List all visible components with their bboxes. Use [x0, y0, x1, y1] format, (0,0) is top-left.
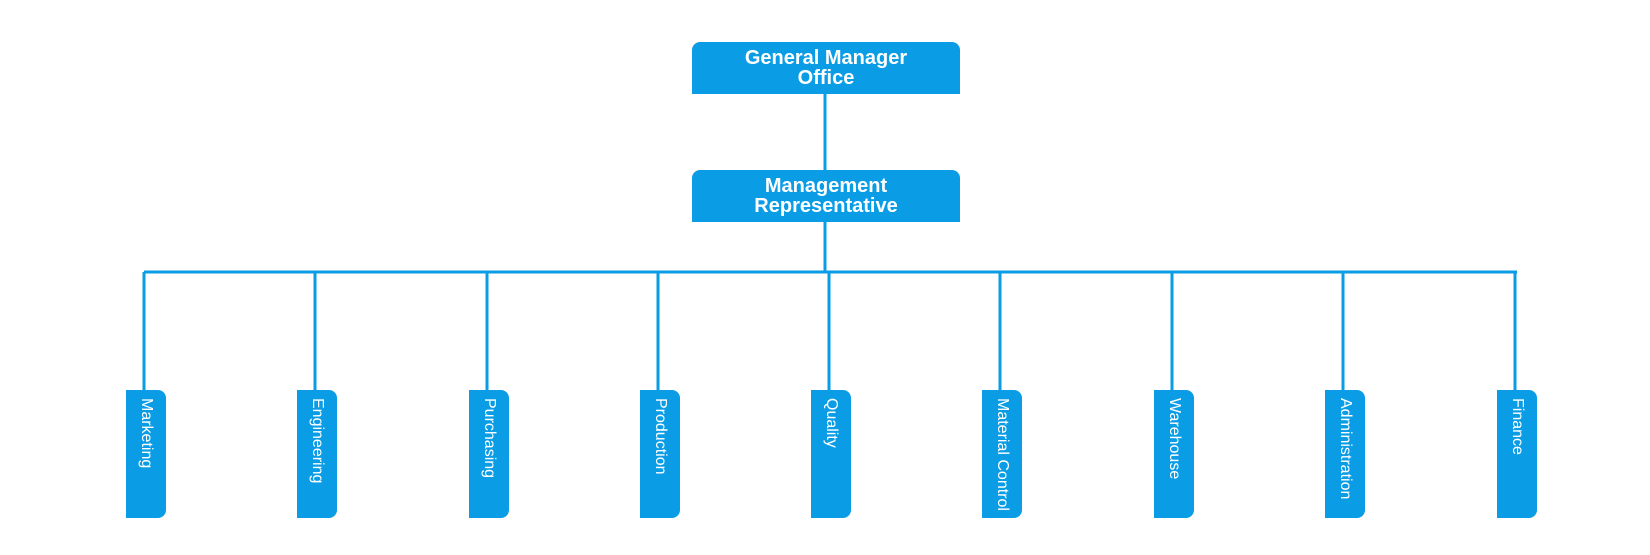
general-manager-office-label-line2: Office — [797, 67, 855, 89]
dept-label-line2: Control — [994, 459, 1011, 511]
general-manager-office-label-line1: General Manager — [744, 47, 908, 69]
dept-label-line1: Production — [652, 398, 669, 475]
dept-box-finance: Finance — [1497, 390, 1537, 518]
management-representative-label-line1: Management — [764, 175, 888, 197]
dept-box-administration: Administration — [1325, 390, 1365, 518]
dept-label-line1: Quality — [823, 398, 840, 448]
dept-label-line1: Marketing — [138, 398, 155, 469]
dept-label-line1: Material — [994, 398, 1011, 455]
dept-box-purchasing: Purchasing — [469, 390, 509, 518]
dept-box-production: Production — [640, 390, 680, 518]
management-representative-label-line2: Representative — [754, 195, 898, 217]
dept-label-line1: Administration — [1337, 398, 1354, 500]
management-representative-box: Management Representative — [692, 170, 960, 222]
dept-label-line1: Purchasing — [481, 398, 498, 479]
dept-label-line1: Engineering — [309, 398, 326, 484]
dept-box-warehouse: Warehouse — [1154, 390, 1194, 518]
dept-box-quality: Quality — [811, 390, 851, 518]
dept-box-engineering: Engineering — [297, 390, 337, 518]
general-manager-office-box: General Manager Office — [692, 42, 960, 94]
dept-box-marketing: Marketing — [126, 390, 166, 518]
dept-box-material-control: Material Control — [982, 390, 1022, 518]
dept-label-line1: Warehouse — [1166, 398, 1183, 480]
dept-label-line1: Finance — [1509, 398, 1526, 455]
